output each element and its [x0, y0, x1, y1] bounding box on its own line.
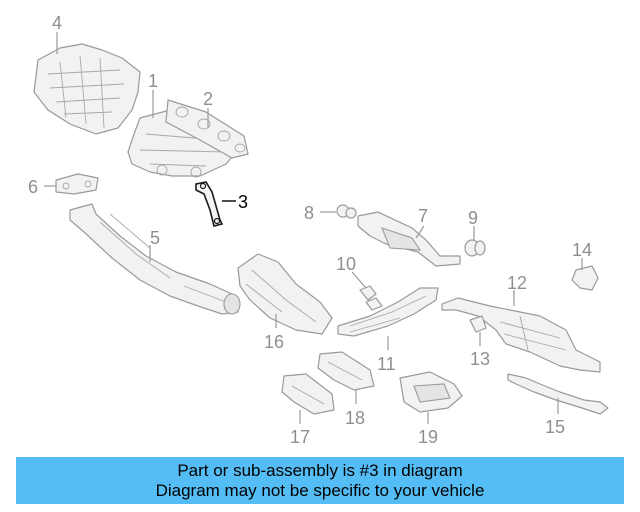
- callout-4: 4: [52, 13, 62, 33]
- callout-19: 19: [418, 427, 438, 447]
- part-5-front-pipe[interactable]: [69, 203, 241, 315]
- exhaust-parts-diagram: 4 1 2 6 3 5 8 7 9 10 14 12 16 11 13 18 1…: [28, 13, 609, 447]
- callout-9: 9: [468, 208, 478, 228]
- callout-16: 16: [264, 332, 284, 352]
- callout-1: 1: [148, 71, 158, 91]
- part-18-heat-shield[interactable]: [317, 351, 375, 391]
- part-7-resonator[interactable]: [357, 211, 461, 267]
- callout-17: 17: [290, 427, 310, 447]
- banner-line-part: Part or sub-assembly is #3 in diagram: [177, 460, 463, 480]
- callout-15: 15: [545, 417, 565, 437]
- callout-2: 2: [203, 89, 213, 109]
- callout-7: 7: [418, 206, 428, 226]
- callout-5: 5: [150, 228, 160, 248]
- part-15-oxygen-sensor[interactable]: [507, 373, 609, 415]
- part-13-hanger[interactable]: [469, 315, 487, 333]
- part-3-bracket[interactable]: [195, 181, 224, 227]
- callout-3: 3: [238, 192, 248, 212]
- info-banner: Part or sub-assembly is #3 in diagram Di…: [16, 457, 624, 504]
- part-2-gasket[interactable]: [165, 99, 249, 159]
- part-17-heat-shield[interactable]: [281, 373, 335, 415]
- part-12-muffler[interactable]: [441, 297, 601, 373]
- callout-8: 8: [304, 203, 314, 223]
- banner-line-disclaimer: Diagram may not be specific to your vehi…: [155, 480, 485, 500]
- leader-10: [351, 271, 367, 289]
- callout-13: 13: [470, 349, 490, 369]
- part-14-hanger[interactable]: [571, 265, 599, 291]
- part-4-heat-shield[interactable]: [33, 43, 141, 135]
- part-19-heat-shield[interactable]: [399, 371, 463, 413]
- callout-14: 14: [572, 240, 592, 260]
- part-8-clamp[interactable]: [336, 204, 357, 219]
- part-9-clamp[interactable]: [464, 239, 486, 257]
- leader-7: [415, 225, 425, 239]
- part-11-heat-shield[interactable]: [337, 287, 439, 337]
- part-16-heat-shield[interactable]: [237, 253, 333, 335]
- callout-11: 11: [377, 354, 396, 374]
- callout-10: 10: [336, 254, 356, 274]
- part-10-hangers[interactable]: [359, 285, 383, 311]
- callout-6: 6: [28, 177, 38, 197]
- callout-18: 18: [345, 408, 365, 428]
- callout-12: 12: [507, 273, 527, 293]
- part-6-flange-gasket[interactable]: [55, 173, 99, 195]
